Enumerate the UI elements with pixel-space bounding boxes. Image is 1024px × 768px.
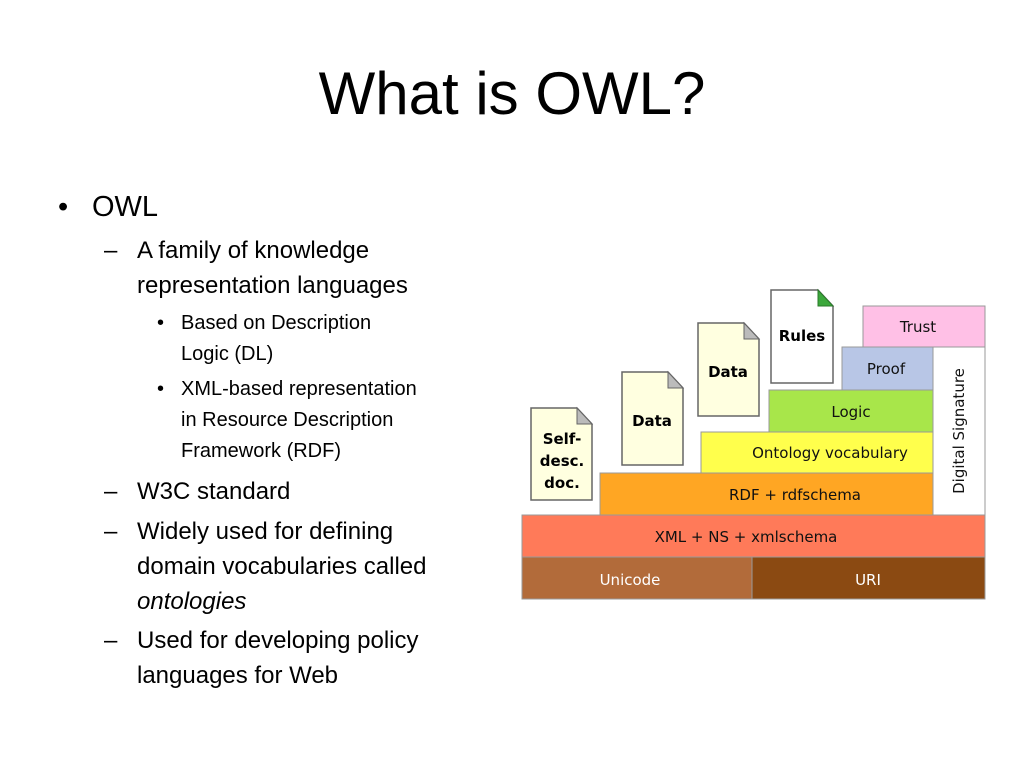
layer-unicode-label: Unicode bbox=[600, 571, 661, 589]
slide-title: What is OWL? bbox=[318, 60, 706, 127]
layer-logic bbox=[768, 389, 934, 433]
doc-rules-label: Rules bbox=[779, 327, 826, 345]
bullet-owl-text: OWL bbox=[92, 191, 159, 223]
policy-line-2: languages for Web bbox=[137, 662, 339, 689]
layer-uri bbox=[751, 556, 986, 600]
layer-ontology bbox=[700, 431, 934, 474]
layer-uri-label: URI bbox=[855, 571, 881, 589]
layer-xml bbox=[521, 514, 986, 558]
xml-line-1: XML-based representation bbox=[181, 378, 417, 400]
widely-line-3: ontologies bbox=[137, 588, 247, 615]
xml-line-2: in Resource Description bbox=[181, 409, 394, 431]
dl-line-2: Logic (DL) bbox=[181, 343, 274, 365]
layer-logic-label: Logic bbox=[831, 403, 870, 421]
bullet-dot: • bbox=[58, 191, 69, 223]
layer-rdf bbox=[599, 472, 934, 516]
layer-trust bbox=[862, 305, 986, 348]
layer-ontology-label: Ontology vocabulary bbox=[752, 444, 908, 462]
bullet-dash: – bbox=[104, 627, 118, 654]
document-icon-data-1: Data bbox=[621, 370, 685, 466]
layer-digital-signature bbox=[932, 346, 986, 516]
family-line-2: representation languages bbox=[137, 272, 408, 299]
bullet-dot: • bbox=[157, 378, 165, 400]
dl-line-1: Based on Description bbox=[181, 312, 372, 334]
doc-data-1-label: Data bbox=[632, 412, 672, 430]
document-icon-rules: Rules bbox=[770, 288, 835, 384]
xml-line-3: Framework (RDF) bbox=[181, 440, 341, 462]
layer-rdf-label: RDF + rdfschema bbox=[729, 486, 861, 504]
bullet-dash: – bbox=[104, 478, 118, 505]
bullet-dash: – bbox=[104, 237, 118, 264]
family-line-1: A family of knowledge bbox=[137, 237, 370, 264]
doc-self-line-3: doc. bbox=[544, 474, 580, 492]
widely-line-2: domain vocabularies called bbox=[137, 553, 427, 580]
layer-xml-label: XML + NS + xmlschema bbox=[655, 528, 838, 546]
policy-line-1: Used for developing policy bbox=[137, 627, 419, 654]
layer-proof-label: Proof bbox=[867, 360, 906, 378]
doc-data-2-label: Data bbox=[708, 363, 748, 381]
doc-self-line-1: Self- bbox=[543, 430, 582, 448]
w3c-text: W3C standard bbox=[137, 478, 291, 505]
layer-signature-label: Digital Signature bbox=[950, 368, 968, 494]
layer-proof bbox=[841, 346, 934, 391]
bullet-dash: – bbox=[104, 518, 118, 545]
bullet-dot: • bbox=[157, 312, 165, 334]
widely-line-1: Widely used for defining bbox=[137, 518, 394, 545]
doc-self-line-2: desc. bbox=[540, 452, 584, 470]
document-icon-data-2: Data bbox=[697, 321, 761, 417]
document-icon-self-desc: Self- desc. doc. bbox=[530, 406, 594, 501]
layer-trust-label: Trust bbox=[899, 318, 936, 336]
